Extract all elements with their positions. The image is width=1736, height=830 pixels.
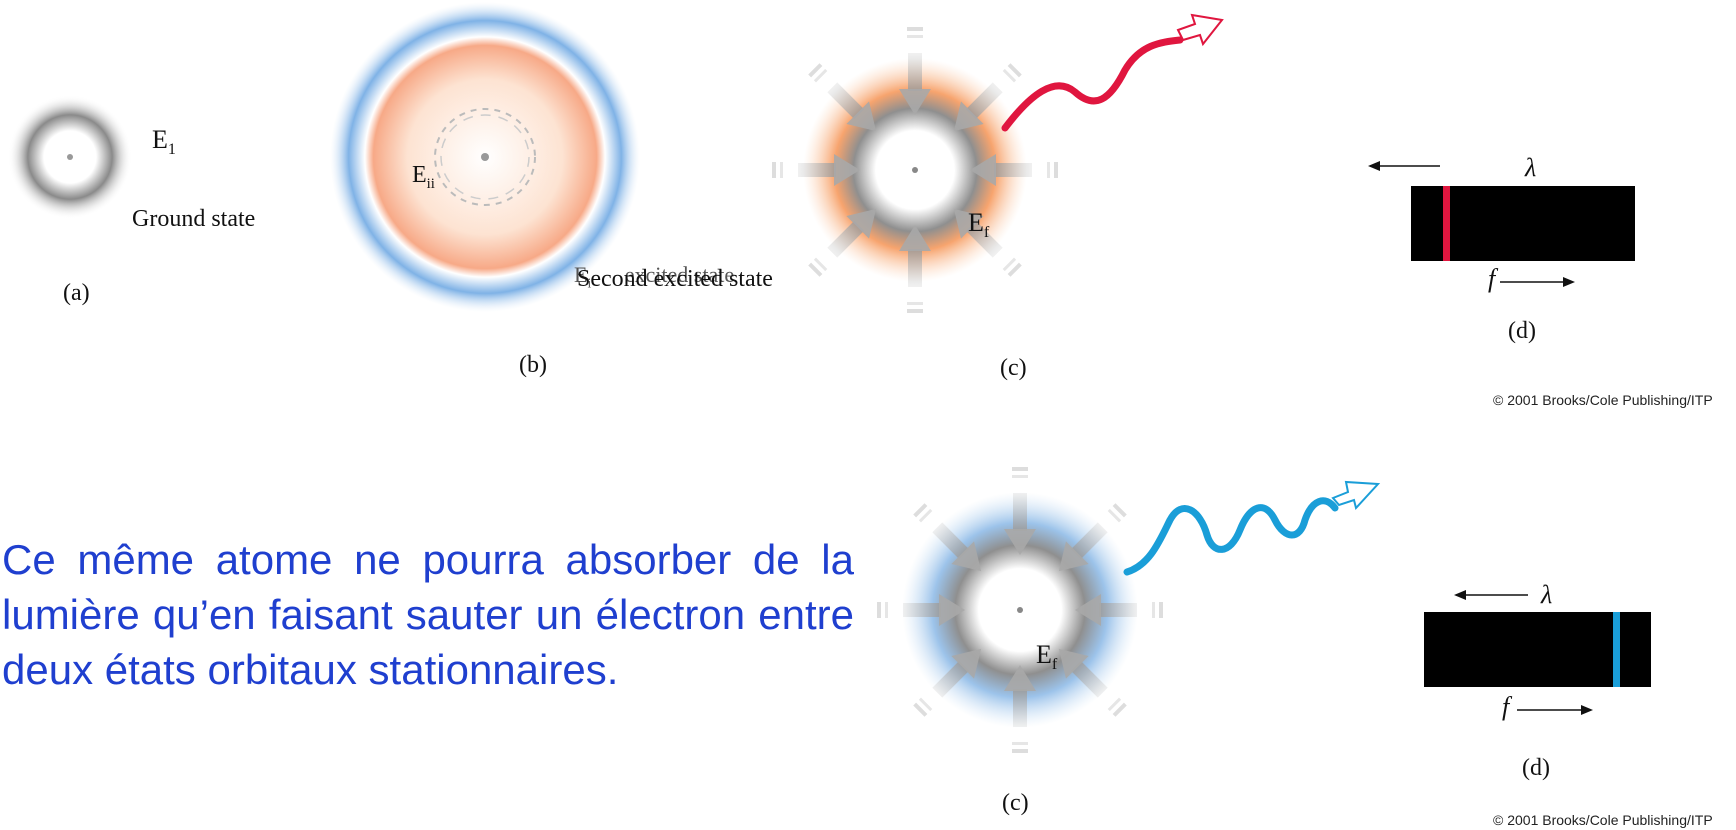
absorption-atom — [877, 467, 1163, 753]
panel-label-d: (d) — [1522, 755, 1550, 781]
panel-label-c: (c) — [1000, 355, 1027, 381]
nucleus-dot — [481, 153, 489, 161]
inner-orbit-dashed-2 — [440, 114, 530, 200]
description-paragraph: Ce même atome ne pourra absorber de la l… — [2, 536, 854, 693]
ground-state-label: Ground state — [132, 206, 256, 232]
emission-atom — [772, 27, 1058, 313]
lambda-label: λ — [1541, 580, 1553, 609]
panel-label-c: (c) — [1002, 790, 1029, 816]
overlap-word: excited state — [624, 262, 735, 287]
lambda-arrowhead — [1454, 590, 1466, 600]
final-energy-label: Ef — [968, 208, 990, 242]
copyright-bottom: © 2001 Brooks/Cole Publishing/ITP — [1493, 812, 1713, 828]
copyright-top: © 2001 Brooks/Cole Publishing/ITP — [1493, 392, 1713, 408]
nucleus-dot — [67, 154, 73, 160]
overlapping-label: Ei excited state — [574, 262, 735, 291]
lambda-label: λ — [1525, 153, 1537, 182]
panel-label-d: (d) — [1508, 318, 1536, 344]
panel-label-b: (b) — [519, 352, 547, 378]
absorbed-photon-wave — [1123, 497, 1339, 576]
absorption-line-blue — [1613, 612, 1620, 687]
inner-orbit-dashed — [434, 108, 536, 206]
lambda-arrowhead — [1368, 161, 1380, 171]
emitted-photon-wave — [1001, 36, 1184, 132]
second-excited-state-label: Second excited state — [577, 266, 773, 292]
absorbed-photon-arrow — [1331, 480, 1381, 511]
panel-label-a: (a) — [63, 280, 90, 306]
frequency-arrowhead — [1581, 705, 1593, 715]
emission-line-red — [1443, 186, 1450, 261]
emitted-photon-arrow — [1176, 13, 1224, 47]
frequency-arrowhead — [1563, 277, 1575, 287]
frequency-label: f — [1502, 692, 1510, 721]
second-excited-energy-label: Eii — [412, 162, 435, 192]
ground-energy-label: E1 — [152, 125, 176, 159]
frequency-label: f — [1488, 264, 1496, 293]
nucleus-dot — [1017, 607, 1023, 613]
final-energy-label: Ef — [1036, 640, 1058, 674]
nucleus-dot — [912, 167, 918, 173]
